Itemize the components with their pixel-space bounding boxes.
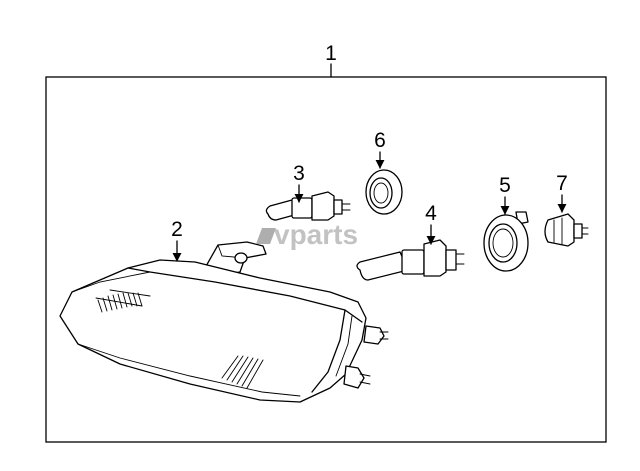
callout-1: 1 <box>325 42 337 78</box>
callout-2: 2 <box>171 218 183 262</box>
callout-7-label: 7 <box>556 172 568 195</box>
callout-3-label: 3 <box>293 162 305 185</box>
bulb-part-3 <box>265 191 351 221</box>
socket-ring-part-6 <box>365 169 403 215</box>
callout-3: 3 <box>293 162 305 203</box>
callout-4: 4 <box>425 202 437 245</box>
callout-5-label: 5 <box>499 174 511 197</box>
callout-6-label: 6 <box>374 129 386 152</box>
callout-4-label: 4 <box>425 202 437 225</box>
callout-1-label: 1 <box>325 42 337 65</box>
callout-6: 6 <box>374 129 386 169</box>
watermark: vparts <box>256 219 358 250</box>
diagram-frame <box>45 76 607 443</box>
socket-ring-part-5 <box>483 211 529 272</box>
watermark-logo-icon <box>256 228 276 244</box>
callout-5: 5 <box>499 174 511 215</box>
bulb-socket-part-7 <box>544 213 589 247</box>
headlamp-assembly <box>59 241 389 403</box>
bulb-part-4 <box>356 239 465 281</box>
callout-7: 7 <box>556 172 568 213</box>
watermark-text: vparts <box>274 219 358 250</box>
callout-2-label: 2 <box>171 218 183 241</box>
